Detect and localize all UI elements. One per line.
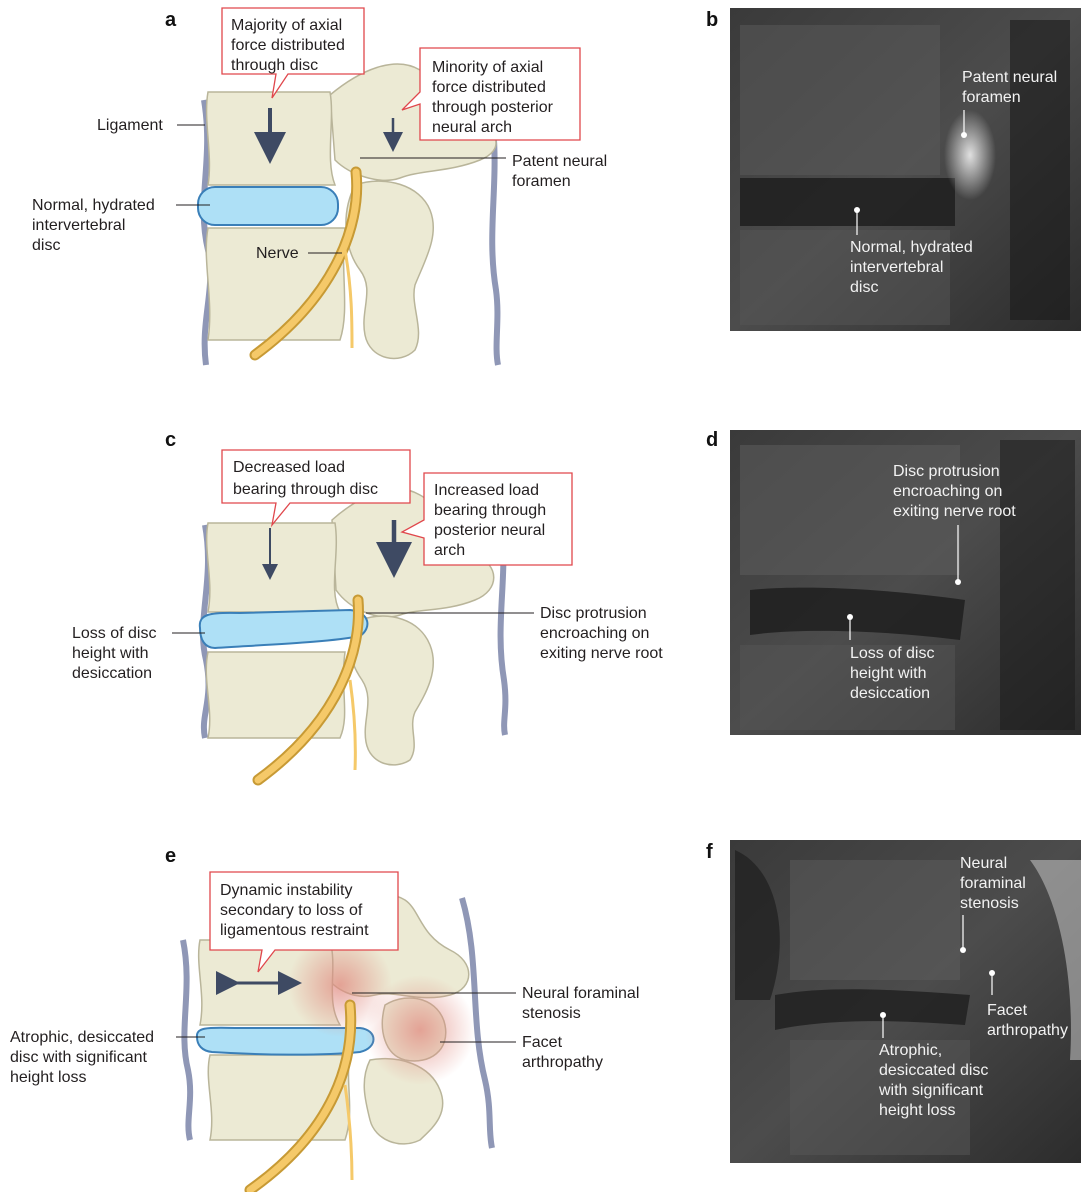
mri-f-stenosis-line-2: foraminal (960, 875, 1026, 892)
callout-instability-line-2: secondary to loss of (220, 902, 363, 919)
mri-f-facet-line-1: Facet (987, 1002, 1028, 1019)
mri-f-stenosis-line-3: stenosis (960, 895, 1019, 912)
mri-b-foramen-line-2: foramen (962, 89, 1021, 106)
callout-decreased-line-2: bearing through disc (233, 481, 378, 498)
label-c-protrusion-line-3: exiting nerve root (540, 645, 663, 662)
mri-b-vertebra-upper (740, 25, 940, 175)
mri-b-posterior-dark (1010, 20, 1070, 320)
panel-b-letter: b (706, 9, 718, 31)
label-e-disc-line-3: height loss (10, 1069, 87, 1086)
mri-f-disc-line-4: height loss (879, 1102, 956, 1119)
label-c-disc-line-2: height with (72, 645, 149, 662)
panel-f-letter: f (706, 841, 713, 863)
mri-d-protrusion-line-2: encroaching on (893, 483, 1002, 500)
callout-minority-force: Minority of axial force distributed thro… (402, 48, 580, 140)
label-e-disc-line-1: Atrophic, desiccated (10, 1029, 154, 1046)
label-e-facet-line-2: arthropathy (522, 1054, 603, 1071)
label-disc-line-3: disc (32, 237, 60, 254)
mri-f-disc-line-2: desiccated disc (879, 1062, 988, 1079)
inflammation-facet (365, 975, 475, 1085)
anterior-ligament-e (183, 940, 190, 1140)
posterior-ligament (492, 118, 498, 365)
posterior-arch-lower-c (350, 616, 433, 765)
mri-f-disc-line-1: Atrophic, (879, 1042, 942, 1059)
callout-majority-line-3: through disc (231, 57, 318, 74)
callout-minority-line-1: Minority of axial (432, 59, 543, 76)
mri-b-foramen-bright (944, 110, 996, 200)
panel-d: d Disc protrusion encroaching on exiting… (706, 429, 1081, 735)
panel-f: f Neural foraminal stenosis Facet arthro… (706, 840, 1081, 1163)
callout-increased-load: Increased load bearing through posterior… (402, 473, 572, 565)
upper-vertebral-body-c (207, 523, 340, 612)
label-foramen-line-2: foramen (512, 173, 571, 190)
label-disc-line-2: intervertebral (32, 217, 125, 234)
label-foramen-line-1: Patent neural (512, 153, 607, 170)
callout-instability-line-3: ligamentous restraint (220, 922, 369, 939)
mri-b-disc-line-3: disc (850, 279, 878, 296)
mri-f-disc-line-3: with significant (878, 1082, 984, 1099)
label-c-disc-line-3: desiccation (72, 665, 152, 682)
callout-increased-line-3: posterior neural (434, 522, 545, 539)
panel-c-letter: c (165, 429, 176, 451)
callout-increased-line-1: Increased load (434, 482, 539, 499)
hydrated-disc (198, 187, 338, 225)
callout-majority-line-2: force distributed (231, 37, 345, 54)
panel-a-letter: a (165, 9, 177, 31)
label-ligament: Ligament (97, 117, 163, 134)
panel-b: b Patent neural foramen Normal, hydrated… (706, 8, 1081, 331)
lower-vertebral-body-c (206, 652, 345, 738)
mri-d-posterior (1000, 440, 1075, 730)
mri-f-stenosis-line-1: Neural (960, 855, 1007, 872)
mri-d-disc-line-2: height with (850, 665, 927, 682)
panel-e: e Dynamic instability secondary to loss … (10, 845, 639, 1190)
panel-d-letter: d (706, 429, 718, 451)
mri-f-facet-line-2: arthropathy (987, 1022, 1068, 1039)
callout-minority-line-4: neural arch (432, 119, 512, 136)
mri-d-disc-line-3: desiccation (850, 685, 930, 702)
callout-majority-line-1: Majority of axial (231, 17, 342, 34)
nerve-root-branch (345, 250, 352, 348)
mri-b-disc-band (740, 178, 955, 226)
callout-decreased-line-1: Decreased load (233, 459, 345, 476)
label-nerve: Nerve (256, 245, 299, 262)
panel-c: c Decreased load bearing through disc In… (72, 429, 663, 780)
label-c-protrusion-line-1: Disc protrusion (540, 605, 647, 622)
mri-f-vertebra (790, 860, 960, 980)
desiccated-disc-c (200, 610, 368, 648)
panel-e-letter: e (165, 845, 176, 867)
label-c-disc-line-1: Loss of disc (72, 625, 156, 642)
mri-b-disc-line-1: Normal, hydrated (850, 239, 973, 256)
nerve-root-c-branch (350, 680, 355, 770)
panel-a: a Majority of axial force distributed th… (32, 8, 607, 365)
label-disc-line-1: Normal, hydrated (32, 197, 155, 214)
label-e-disc-line-2: disc with significant (10, 1049, 148, 1066)
mri-b-disc-line-2: intervertebral (850, 259, 943, 276)
mri-b-foramen-line-1: Patent neural (962, 69, 1057, 86)
mri-d-protrusion-line-3: exiting nerve root (893, 503, 1016, 520)
mri-d-protrusion-line-1: Disc protrusion (893, 463, 1000, 480)
mri-d-disc-line-1: Loss of disc (850, 645, 934, 662)
label-c-protrusion-line-2: encroaching on (540, 625, 649, 642)
label-e-stenosis-line-2: stenosis (522, 1005, 581, 1022)
callout-minority-line-2: force distributed (432, 79, 546, 96)
callout-increased-line-2: bearing through (434, 502, 546, 519)
label-e-facet-line-1: Facet (522, 1034, 563, 1051)
callout-minority-line-3: through posterior (432, 99, 554, 116)
callout-instability-line-1: Dynamic instability (220, 882, 352, 899)
callout-increased-line-4: arch (434, 542, 465, 559)
label-e-stenosis-line-1: Neural foraminal (522, 985, 639, 1002)
